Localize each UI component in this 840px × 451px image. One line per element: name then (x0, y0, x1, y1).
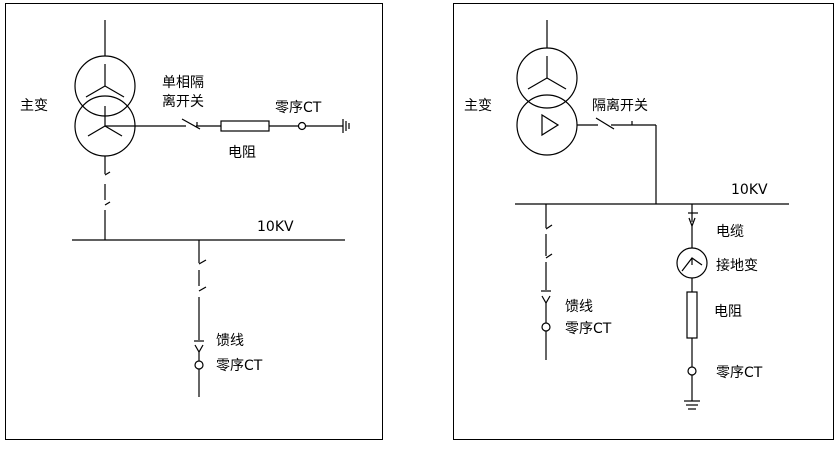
left-resistor-label: 电阻 (228, 145, 256, 161)
left-feeder-label: 馈线 (216, 333, 244, 349)
right-main-transformer-symbol (516, 47, 578, 156)
right-grounding-transformer-symbol (676, 247, 708, 279)
left-zero-seq-ct-symbol (297, 121, 307, 131)
left-main-transformer-symbol (74, 55, 136, 157)
left-feeder-arrow-icon (194, 340, 204, 354)
left-ground-symbol (342, 119, 350, 133)
left-panel-border (5, 3, 383, 440)
left-panel: 主变 单相隔 离开关 电阻 零序CT 10KV 馈线 零序CT (5, 3, 383, 440)
right-zero-seq-ct-label: 零序CT (716, 365, 763, 381)
right-transformer-label: 主变 (464, 98, 492, 114)
right-resistor-label: 电阻 (714, 304, 742, 320)
right-feeder-zero-seq-ct-symbol (541, 322, 551, 332)
left-zero-seq-ct-label: 零序CT (275, 100, 322, 116)
right-neutral-resistor (686, 291, 698, 339)
right-panel: 主变 隔离开关 10KV 馈线 零序CT 电缆 接地变 电阻 零序CT (453, 3, 834, 440)
right-panel-border (453, 3, 834, 440)
right-switch-label: 隔离开关 (592, 97, 648, 114)
left-feeder-zero-seq-ct-symbol (194, 360, 204, 370)
right-ground-symbol (684, 400, 700, 410)
left-transformer-label: 主变 (20, 98, 48, 114)
right-grounding-transformer-label: 接地变 (716, 257, 758, 274)
left-bus-label: 10KV (257, 219, 294, 235)
right-disconnect-switch (595, 117, 615, 130)
left-switch-label-line2: 离开关 (162, 93, 204, 110)
left-neutral-resistor (220, 120, 270, 132)
right-feeder-ct-label: 零序CT (565, 321, 612, 337)
right-feeder-label: 馈线 (565, 299, 593, 315)
right-feeder-arrow-icon (541, 290, 551, 305)
right-zero-seq-ct-symbol (687, 366, 697, 376)
right-bus-label: 10KV (731, 182, 768, 198)
left-single-phase-disconnect-switch (181, 118, 201, 130)
left-switch-label-line1: 单相隔 (162, 75, 204, 91)
right-cable-label: 电缆 (716, 224, 744, 240)
left-feeder-ct-label: 零序CT (216, 358, 263, 374)
